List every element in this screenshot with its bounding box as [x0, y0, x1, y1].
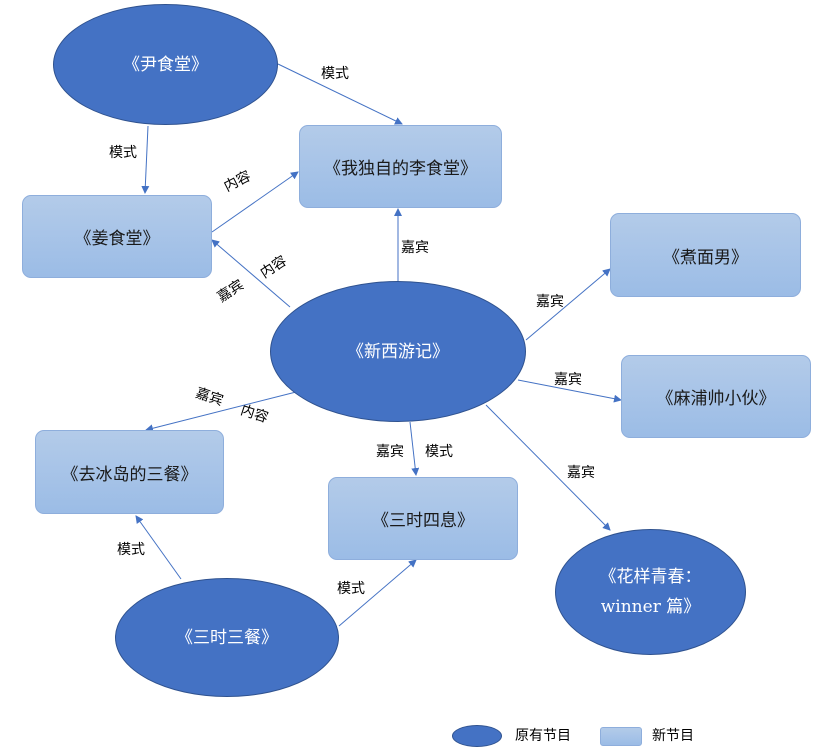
edge-yin-to-jiang — [141, 125, 150, 194]
node-xinxiyouji-label: 《新西游记》 — [347, 341, 449, 362]
edge-xy-to-huayang — [485, 404, 611, 531]
node-huayang: 《花样青春： winner 篇》 — [555, 529, 746, 655]
edge-label-xy-to-li: 嘉宾 — [401, 240, 429, 256]
node-qubingdao-label: 《去冰岛的三餐》 — [61, 464, 198, 485]
edge-xy-to-sisi — [409, 421, 420, 476]
edges-layer — [135, 63, 622, 627]
node-mapu-label: 《麻浦帅小伙》 — [656, 389, 776, 409]
edge-xy-to-mapu — [517, 379, 622, 403]
node-huayang-label-line2: winner 篇》 — [600, 597, 701, 617]
legend-original-label: 原有节目 — [515, 728, 571, 744]
node-mapu: 《麻浦帅小伙》 — [621, 355, 811, 438]
node-woduzide-label: 《我独自的李食堂》 — [324, 159, 477, 179]
edge-label-xy-to-mapu: 嘉宾 — [554, 372, 582, 388]
node-zhumiannan: 《煮面男》 — [610, 213, 801, 297]
node-yinshitang: 《尹食堂》 — [53, 4, 278, 125]
legend-original-swatch — [452, 725, 502, 747]
edge-xy-to-bing — [145, 391, 297, 433]
edge-xy-to-zhu — [525, 268, 611, 341]
edge-label-xy-to-huayang: 嘉宾 — [567, 465, 595, 481]
edge-label-ssc-to-sisi: 模式 — [337, 581, 365, 597]
node-woduzide: 《我独自的李食堂》 — [299, 125, 502, 208]
node-xinxiyouji: 《新西游记》 — [270, 281, 526, 422]
node-jiangshitang-label: 《姜食堂》 — [74, 229, 160, 249]
edge-ssc-to-sisi — [338, 559, 417, 627]
node-jiangshitang: 《姜食堂》 — [22, 195, 212, 278]
node-huayang-label-line1: 《花样青春： — [599, 567, 702, 587]
edge-label-xy-to-sisi-mode: 模式 — [425, 444, 453, 460]
edge-label-yin-to-li: 模式 — [321, 66, 349, 82]
node-sanshisixi: 《三时四息》 — [328, 477, 518, 560]
node-sanshisixi-label: 《三时四息》 — [372, 511, 474, 531]
edge-label-ssc-to-bing: 模式 — [117, 542, 145, 558]
edge-ssc-to-bing — [135, 515, 182, 580]
node-sanshisancan: 《三时三餐》 — [115, 578, 339, 697]
node-qubingdao: 《去冰岛的三餐》 — [35, 430, 224, 514]
edge-label-yin-to-jiang: 模式 — [109, 145, 137, 161]
edge-yin-to-li — [277, 63, 403, 125]
edge-label-xy-to-sisi-guest: 嘉宾 — [376, 444, 404, 460]
edge-xy-to-jiang — [211, 239, 291, 308]
node-yinshitang-label: 《尹食堂》 — [123, 54, 208, 75]
edge-jiang-to-li — [211, 171, 299, 233]
edge-label-xy-to-zhu: 嘉宾 — [536, 294, 564, 310]
node-zhumiannan-label: 《煮面男》 — [663, 247, 748, 268]
legend-new-label: 新节目 — [652, 728, 694, 744]
legend-new-swatch — [600, 727, 642, 746]
node-sanshisancan-label: 《三时三餐》 — [176, 627, 278, 648]
